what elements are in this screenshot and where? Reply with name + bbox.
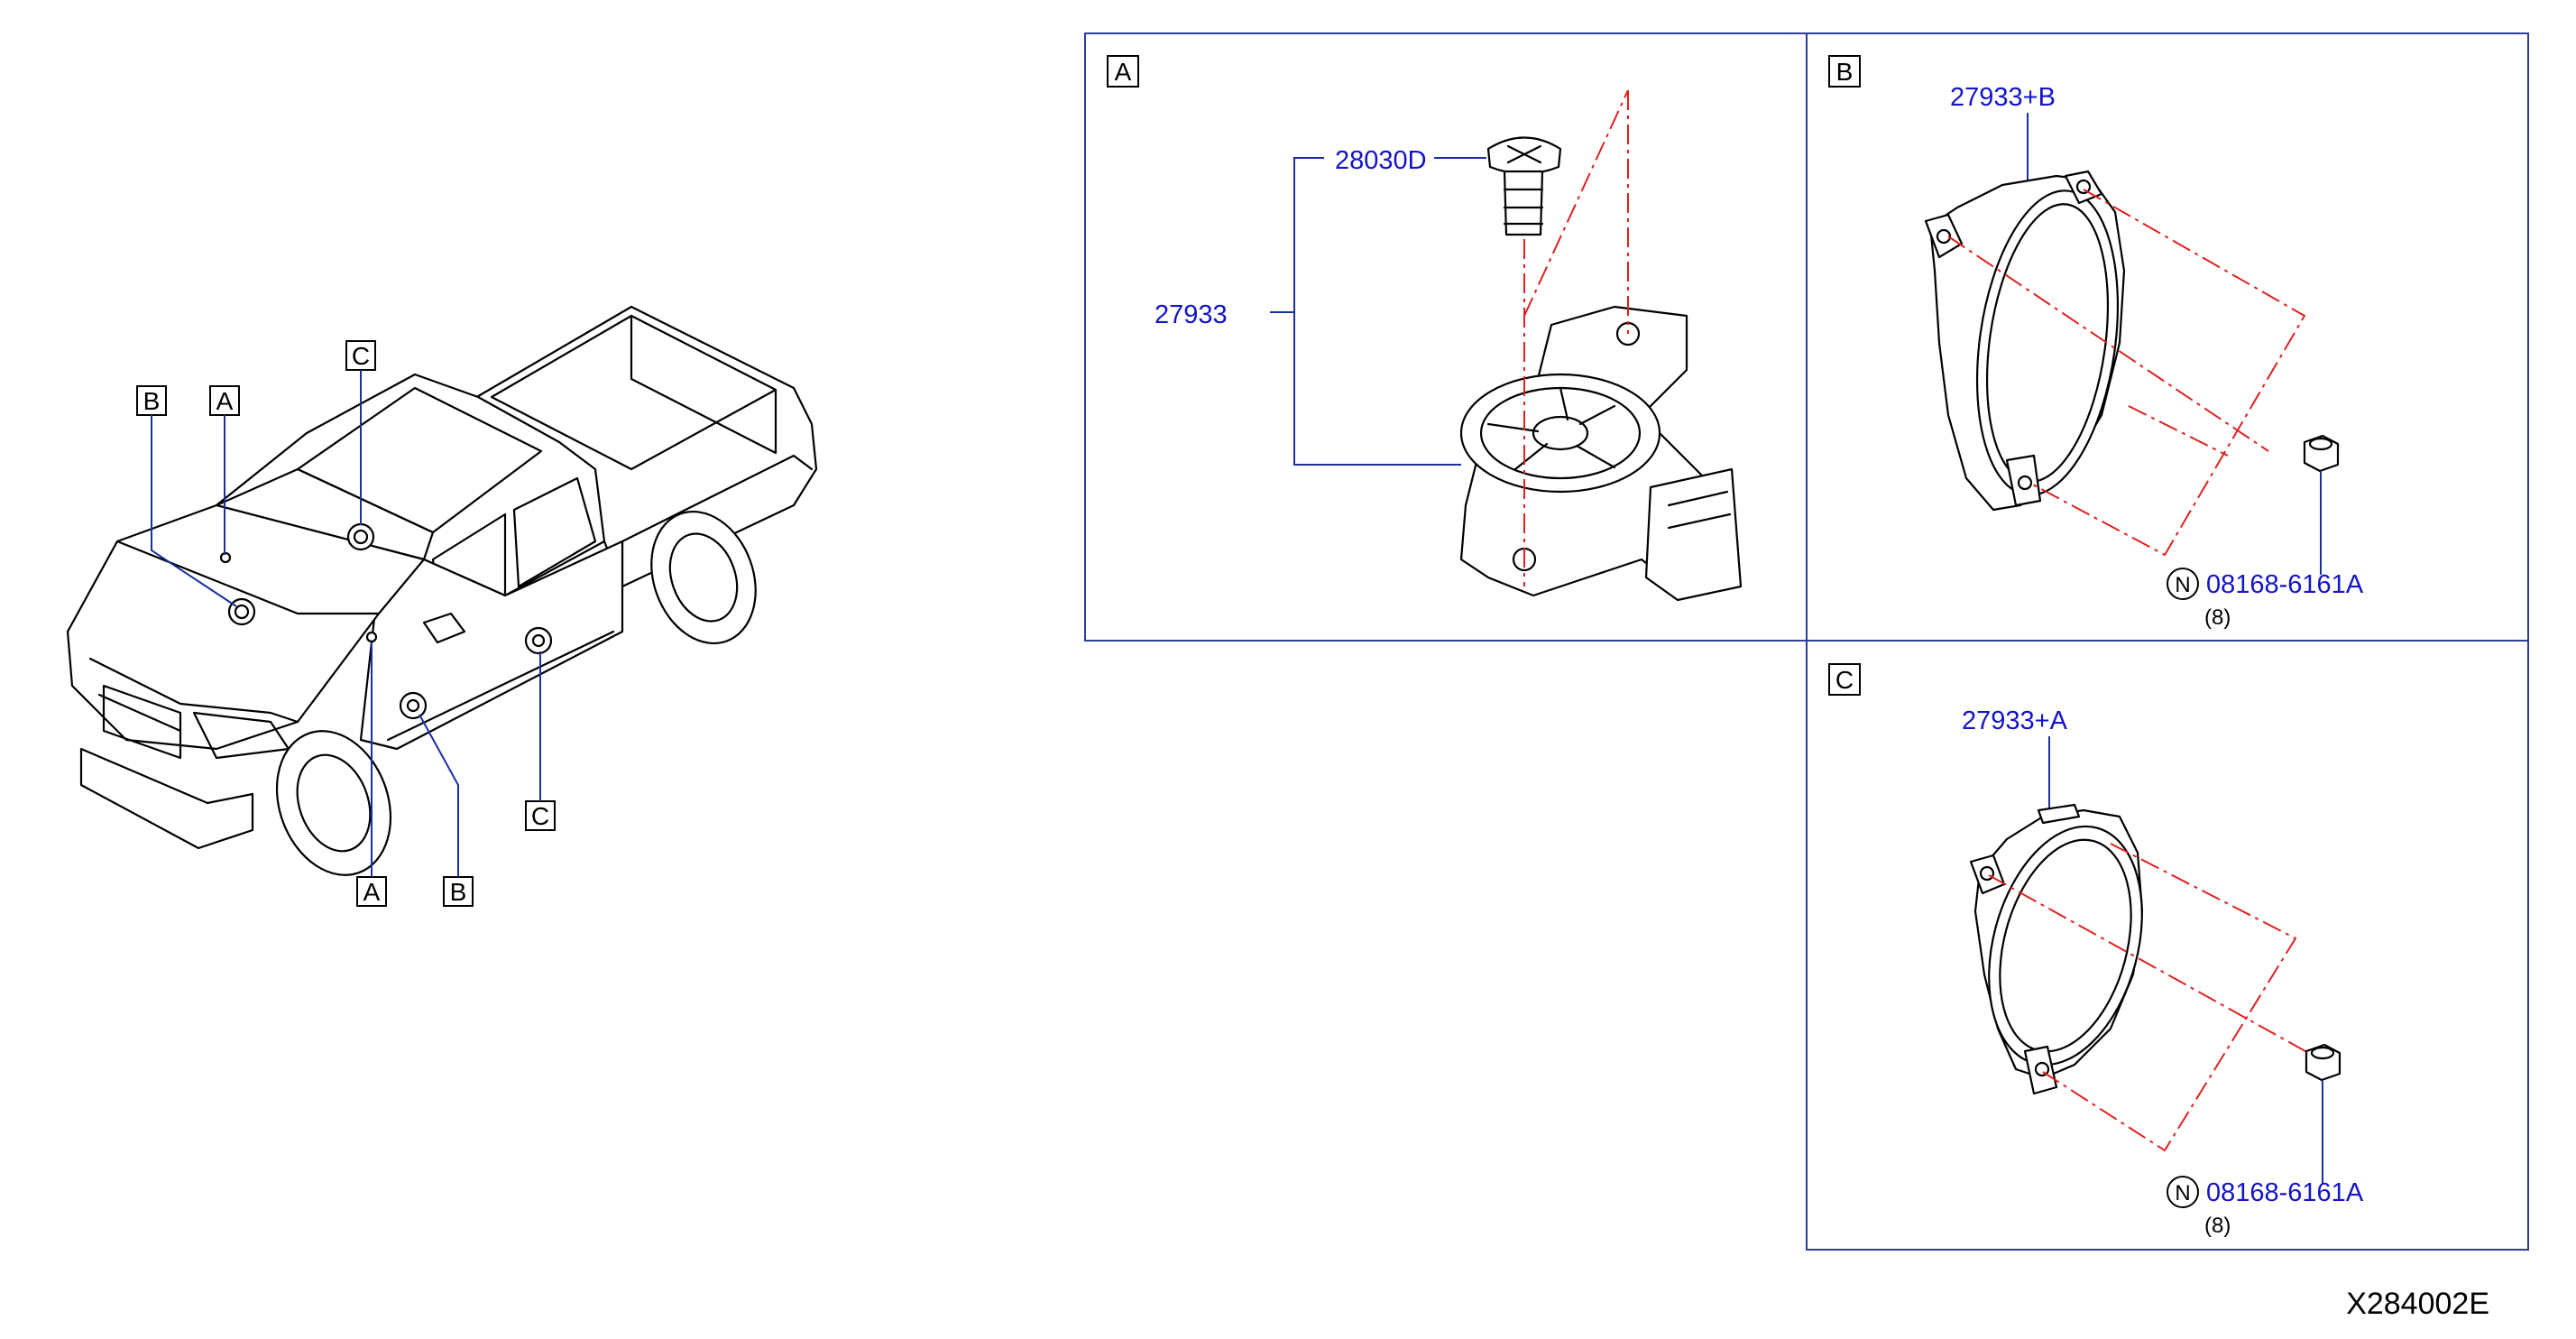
callout-c-lower[interactable]: C (525, 651, 556, 831)
pickup-truck-illustration (66, 305, 818, 876)
panel-a: A 28030D 27933 (1107, 55, 1743, 602)
panel-c-frame (1806, 640, 2529, 1251)
part-number-08168-6161a[interactable]: 08168-6161A (2206, 1178, 2364, 1207)
door-speaker-b-drawing (1924, 170, 2126, 512)
centerline (1988, 874, 2314, 1057)
callout-letter: C (352, 342, 370, 370)
screw-28030d-drawing (1486, 136, 1562, 236)
leader-line (151, 415, 237, 607)
callout-letter: A (216, 387, 234, 415)
part-number-27933-b[interactable]: 27933+B (1950, 83, 2056, 112)
tweeter-27933-drawing (1459, 305, 1743, 602)
door-speaker-c-drawing (1969, 803, 2144, 1095)
nut-symbol: N (2175, 573, 2190, 597)
panel-b: B 27933+B N 08168-6161A (8) (1828, 55, 2364, 630)
centerline (2128, 405, 2229, 457)
part-number-28030d[interactable]: 28030D (1335, 146, 1427, 175)
panel-a-tag: A (1115, 58, 1132, 86)
panel-a-tag-box (1107, 55, 1139, 88)
centerline (1523, 89, 1629, 317)
centerline (2042, 843, 2297, 1152)
panel-b-tag: B (1836, 58, 1854, 86)
nut-quantity: (8) (2204, 605, 2231, 630)
panel-c: C 27933+A N 08168-6161A (8) (1828, 663, 2364, 1238)
callout-letter: B (450, 878, 467, 906)
nut-08168-6161a-drawing (2303, 434, 2340, 473)
nut-symbol-circle (2167, 1176, 2199, 1208)
callout-letter: C (531, 802, 549, 830)
leader-bracket (1293, 157, 1461, 466)
panel-b-tag-box (1828, 55, 1861, 88)
centerline (1947, 235, 2269, 452)
leader-line (419, 714, 459, 877)
callout-letter: B (143, 387, 161, 415)
panel-c-tag-box (1828, 663, 1861, 696)
nut-symbol-circle (2167, 568, 2199, 600)
diagram-code: X284002E (2346, 1287, 2489, 1321)
part-number-27933-a[interactable]: 27933+A (1962, 706, 2068, 735)
callout-a-lower[interactable]: A (356, 642, 387, 907)
centerline (2029, 189, 2306, 557)
nut-08168-6161a-drawing (2305, 1043, 2341, 1082)
part-number-27933[interactable]: 27933 (1155, 300, 1228, 329)
callout-a-upper[interactable]: A (209, 385, 240, 555)
nut-symbol: N (2175, 1181, 2190, 1205)
callout-letter: A (363, 878, 381, 906)
panel-c-tag: C (1835, 666, 1854, 694)
nut-quantity: (8) (2204, 1214, 2231, 1238)
callout-c-upper[interactable]: C (345, 340, 376, 525)
part-number-08168-6161a[interactable]: 08168-6161A (2206, 570, 2364, 599)
callout-b-upper[interactable]: B (136, 385, 237, 607)
callout-b-lower[interactable]: B (419, 714, 474, 907)
